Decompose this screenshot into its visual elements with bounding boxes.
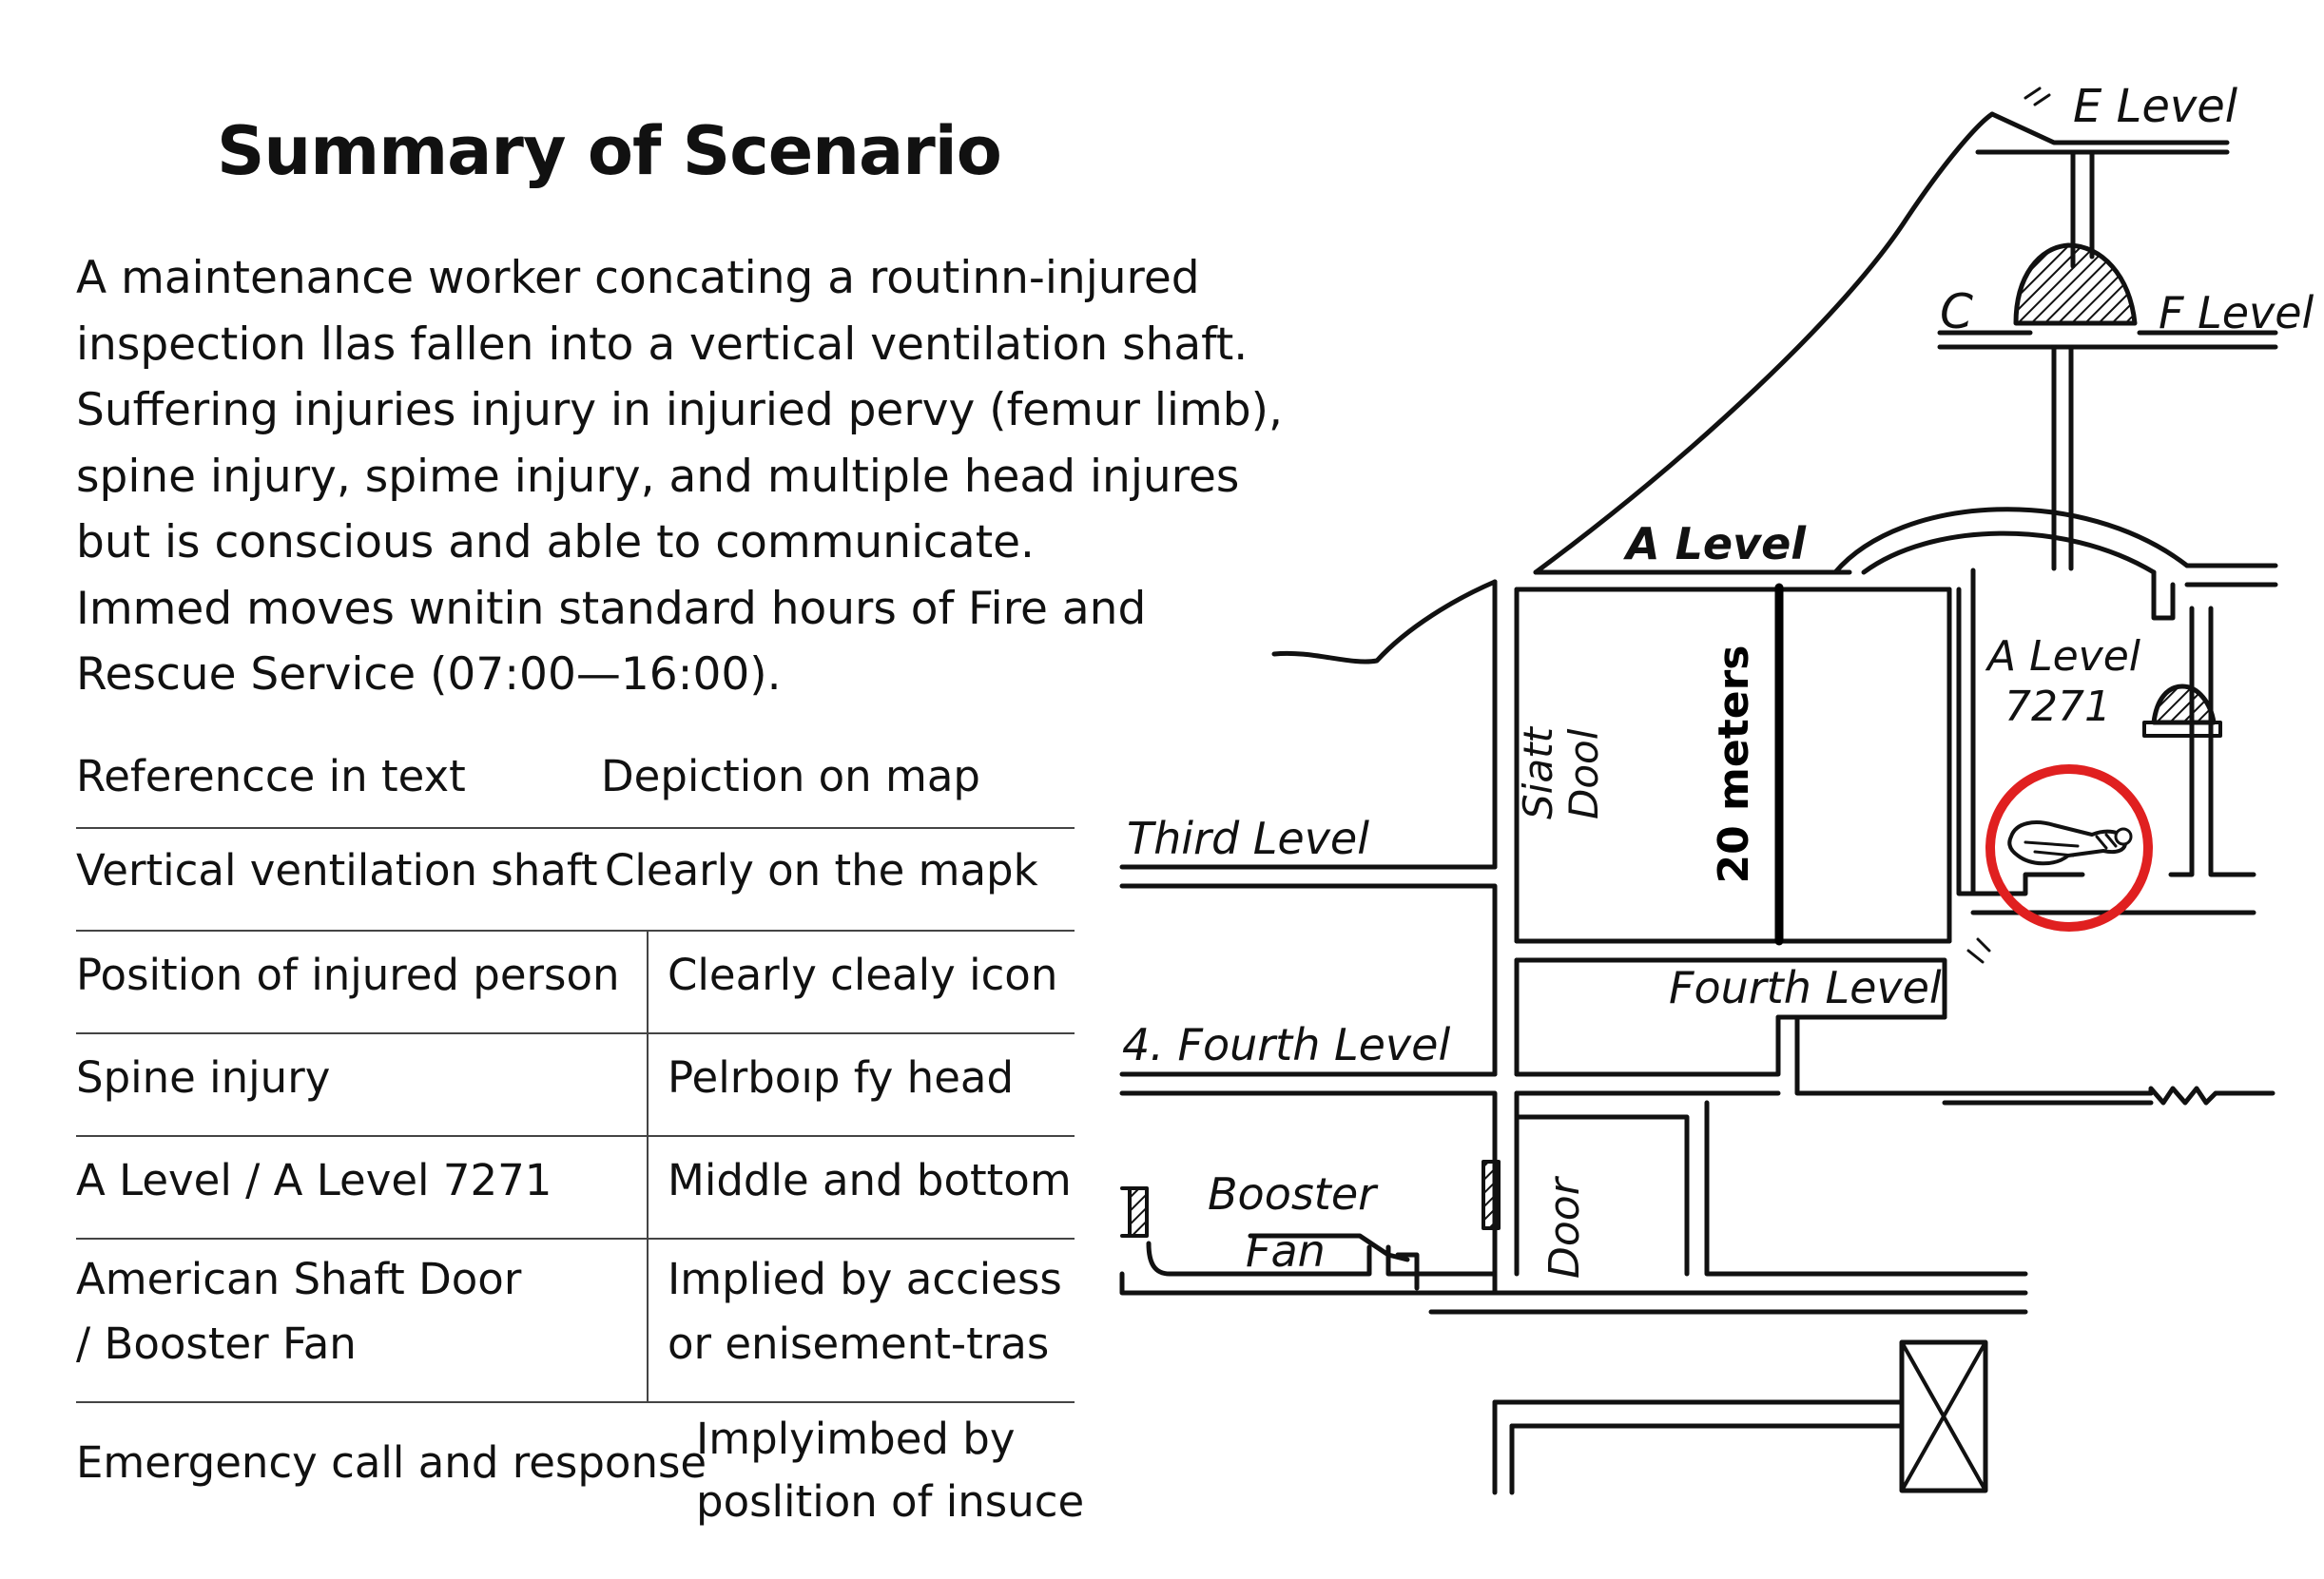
description-line: inspection llas fallen into a vertical v… <box>76 318 1249 371</box>
map-features <box>1120 87 2222 1493</box>
f-level-label: F Level <box>2159 287 2314 338</box>
shaft-door-label: Siatt <box>1515 725 1561 819</box>
map-tunnels <box>1119 111 2278 1495</box>
table-column-divider <box>647 930 649 1401</box>
c-label: C <box>1940 284 1973 339</box>
table-cell-ref: Spine injury <box>76 1052 331 1103</box>
injured-person-icon <box>2007 820 2133 866</box>
table-cell-map: Implyimbed by <box>696 1414 1016 1464</box>
table-cell-ref: Position of injured person <box>76 950 620 1000</box>
description-line: spine injury, spime injury, and multiple… <box>76 450 1240 503</box>
fourth-level-left-label: 4. Fourth Level <box>1122 1019 1450 1070</box>
shaft-door-label-line2: Dool <box>1560 728 1607 819</box>
a-level-7271-label: A Level <box>1985 632 2141 681</box>
description-line: but is conscious and able to communicate… <box>76 516 1035 568</box>
table-divider <box>76 930 1075 932</box>
table-divider <box>76 1032 1075 1034</box>
table-cell-ref: / Booster Fan <box>76 1319 357 1369</box>
description-line: Immed moves wnitin standard hours of Fir… <box>76 582 1147 635</box>
third-level-label: Third Level <box>1127 813 1369 864</box>
table-cell-ref: Emergency call and response <box>76 1437 707 1488</box>
table-cell-map: poslition of insuce <box>696 1476 1085 1527</box>
booster-fan-label: Booster <box>1208 1168 1379 1220</box>
table-cell-map: Implied by acciess <box>668 1254 1062 1304</box>
table-cell-map: Clearly on the mapk <box>605 845 1038 895</box>
table-cell-map: Pelrboıp fy head <box>668 1052 1015 1103</box>
injured-location-marker <box>1985 764 2153 932</box>
description-line: Rescue Service (07:00—16:00). <box>76 648 782 701</box>
a-level-7271-number: 7271 <box>2004 683 2111 731</box>
scale-label: 20 meters <box>1710 645 1758 883</box>
table-cell-ref: American Shaft Door <box>76 1254 522 1304</box>
table-cell-ref: A Level / A Level 7271 <box>76 1155 552 1205</box>
table-header-reference: Referencce in text <box>76 751 466 801</box>
table-header-depiction: Depiction on map <box>601 751 980 801</box>
a-level-label: A Level <box>1623 518 1807 569</box>
table-cell-map: Middle and bottom <box>668 1155 1072 1205</box>
table-divider <box>76 1238 1075 1240</box>
description-line: Suffering injuries injury in injuried pe… <box>76 384 1283 436</box>
scenario-description: A maintenance worker concating a routinn… <box>76 245 1293 708</box>
door-label: Door <box>1540 1175 1589 1279</box>
table-cell-ref: Vertical ventilation shaft <box>76 845 598 895</box>
fourth-level-label: Fourth Level <box>1669 962 1942 1013</box>
table-cell-map: or enisement-tras <box>668 1319 1050 1369</box>
table-cell-map: Clearly clealy icon <box>668 950 1058 1000</box>
booster-fan-label-line2: Fan <box>1246 1225 1326 1277</box>
page-title: Summary of Scenario <box>217 112 1002 190</box>
table-divider <box>76 827 1075 829</box>
table-divider <box>76 1401 1075 1403</box>
e-level-label: E Level <box>2073 80 2238 133</box>
table-divider <box>76 1135 1075 1137</box>
description-line: A maintenance worker concating a routinn… <box>76 252 1200 304</box>
